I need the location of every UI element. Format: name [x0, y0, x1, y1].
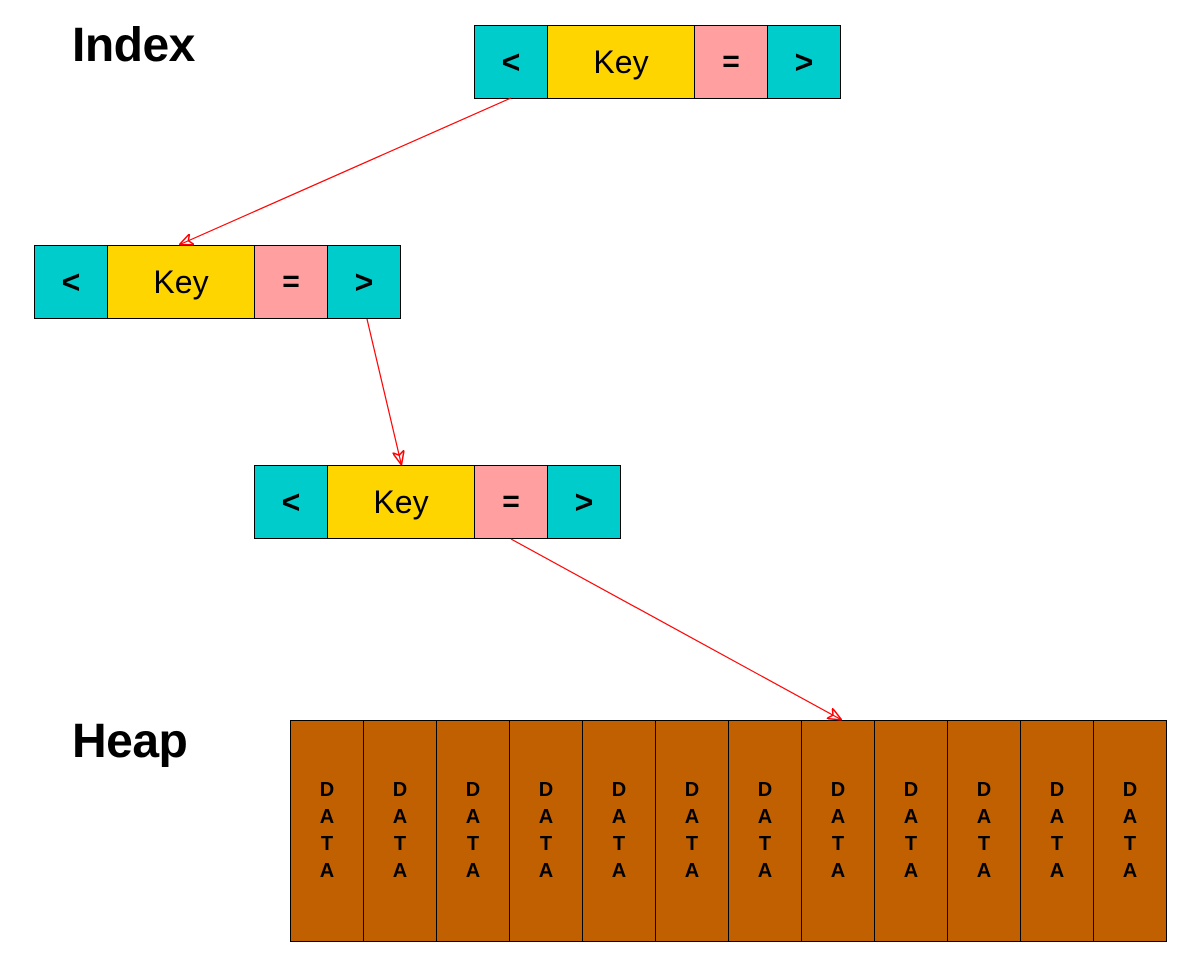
heap-cell-text: DATA [319, 779, 335, 882]
heap-cell-text: DATA [1049, 779, 1065, 882]
heap-cell-text: DATA [465, 779, 481, 882]
heap-cell-text: DATA [830, 779, 846, 882]
index-node-level3: < Key = > [254, 465, 621, 539]
heap-cell-text: DATA [1122, 779, 1138, 882]
less-than-pointer: < [474, 25, 548, 99]
key-cell: Key [547, 25, 695, 99]
heap-cell: DATA [290, 720, 364, 942]
less-than-pointer: < [34, 245, 108, 319]
heap-cell-text: DATA [903, 779, 919, 882]
heap-cell: DATA [801, 720, 875, 942]
greater-than-pointer: > [327, 245, 401, 319]
heap-cell: DATA [728, 720, 802, 942]
heap-cell: DATA [509, 720, 583, 942]
arrow-level2-to-level3 [366, 318, 401, 463]
arrow-level3-to-heap [510, 538, 840, 719]
greater-than-pointer: > [547, 465, 621, 539]
key-cell: Key [327, 465, 475, 539]
heap-cell-text: DATA [611, 779, 627, 882]
heap-cell-text: DATA [976, 779, 992, 882]
heap-cell: DATA [1093, 720, 1167, 942]
arrow-root-to-level2 [181, 97, 512, 244]
index-node-root: < Key = > [474, 25, 841, 99]
heap-cell-text: DATA [392, 779, 408, 882]
heap-cell: DATA [947, 720, 1021, 942]
heap-cell-text: DATA [538, 779, 554, 882]
heap-label: Heap [72, 715, 188, 768]
index-label: Index [72, 19, 195, 72]
equal-pointer: = [474, 465, 548, 539]
heap-block: DATA DATA DATA DATA DATA DATA DATA DATA … [290, 720, 1167, 942]
heap-cell: DATA [436, 720, 510, 942]
heap-cell: DATA [363, 720, 437, 942]
equal-pointer: = [254, 245, 328, 319]
heap-cell: DATA [582, 720, 656, 942]
index-node-level2: < Key = > [34, 245, 401, 319]
heap-cell-text: DATA [684, 779, 700, 882]
heap-cell: DATA [655, 720, 729, 942]
heap-cell-text: DATA [757, 779, 773, 882]
greater-than-pointer: > [767, 25, 841, 99]
heap-cell: DATA [874, 720, 948, 942]
